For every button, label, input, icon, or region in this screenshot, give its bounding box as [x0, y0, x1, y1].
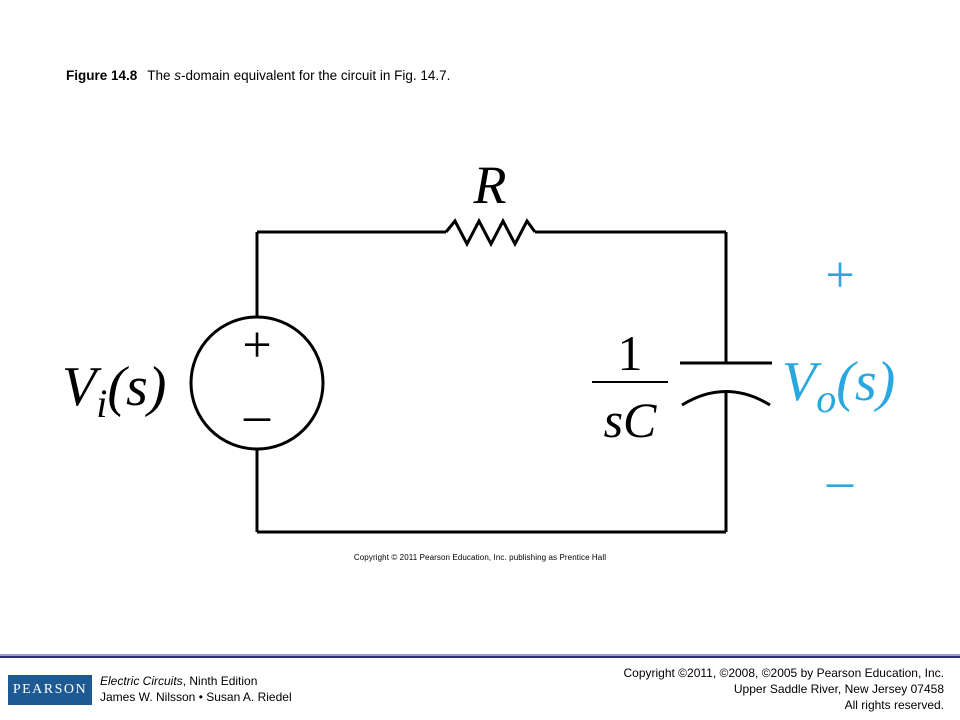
- source-label-argument: (s): [107, 356, 166, 418]
- figure-caption: Figure 14.8 The s-domain equivalent for t…: [66, 68, 450, 83]
- capacitor-numerator: 1: [618, 325, 643, 381]
- footer-rule-dark: [0, 656, 960, 658]
- output-label: Vo(s): [782, 351, 895, 421]
- pearson-logo-text: PEARSON: [12, 682, 88, 697]
- book-title: Electric Circuits: [100, 674, 183, 688]
- publisher-copyright-line3: All rights reserved.: [844, 698, 944, 712]
- figure-number: Figure 14.8: [66, 68, 138, 83]
- publisher-info: Copyright ©2011, ©2008, ©2005 by Pearson…: [623, 665, 944, 713]
- publisher-copyright-line1: Copyright ©2011, ©2008, ©2005 by Pearson…: [623, 666, 944, 680]
- output-minus-sign: –: [826, 453, 854, 510]
- book-authors: James W. Nilsson • Susan A. Riedel: [100, 690, 292, 704]
- source-label: Vi(s): [62, 356, 166, 426]
- footer-rule-light: [0, 654, 960, 656]
- capacitor-denominator: sC: [604, 392, 657, 448]
- caption-text-after: -domain equivalent for the circuit in Fi…: [181, 68, 451, 83]
- source-plus-sign: +: [242, 317, 271, 374]
- publisher-copyright-line2: Upper Saddle River, New Jersey 07458: [733, 682, 944, 696]
- output-label-argument: (s): [836, 351, 895, 413]
- caption-text-italic: s: [174, 68, 182, 83]
- resistor-label: R: [473, 155, 507, 215]
- voltage-source-circle: [189, 315, 325, 451]
- output-label-subscript: o: [816, 376, 836, 421]
- output-label-main: V: [782, 351, 822, 413]
- caption-text-before: The: [147, 68, 175, 83]
- output-plus-sign: +: [825, 247, 854, 304]
- source-minus-sign: –: [243, 387, 271, 444]
- book-title-line: Electric Circuits, Ninth Edition: [100, 673, 292, 689]
- resistor-zigzag: [444, 217, 537, 248]
- book-info: Electric Circuits, Ninth Edition James W…: [100, 673, 292, 705]
- source-label-main: V: [62, 356, 102, 418]
- book-edition: , Ninth Edition: [182, 674, 258, 688]
- source-label-subscript: i: [96, 381, 107, 426]
- circuit-diagram: R + – Vi(s) 1 sC + – Vo(s): [62, 155, 895, 534]
- figure-copyright: Copyright © 2011 Pearson Education, Inc.…: [353, 553, 607, 562]
- pearson-logo: PEARSON: [8, 675, 92, 705]
- capacitor-bottom-plate: [681, 390, 771, 407]
